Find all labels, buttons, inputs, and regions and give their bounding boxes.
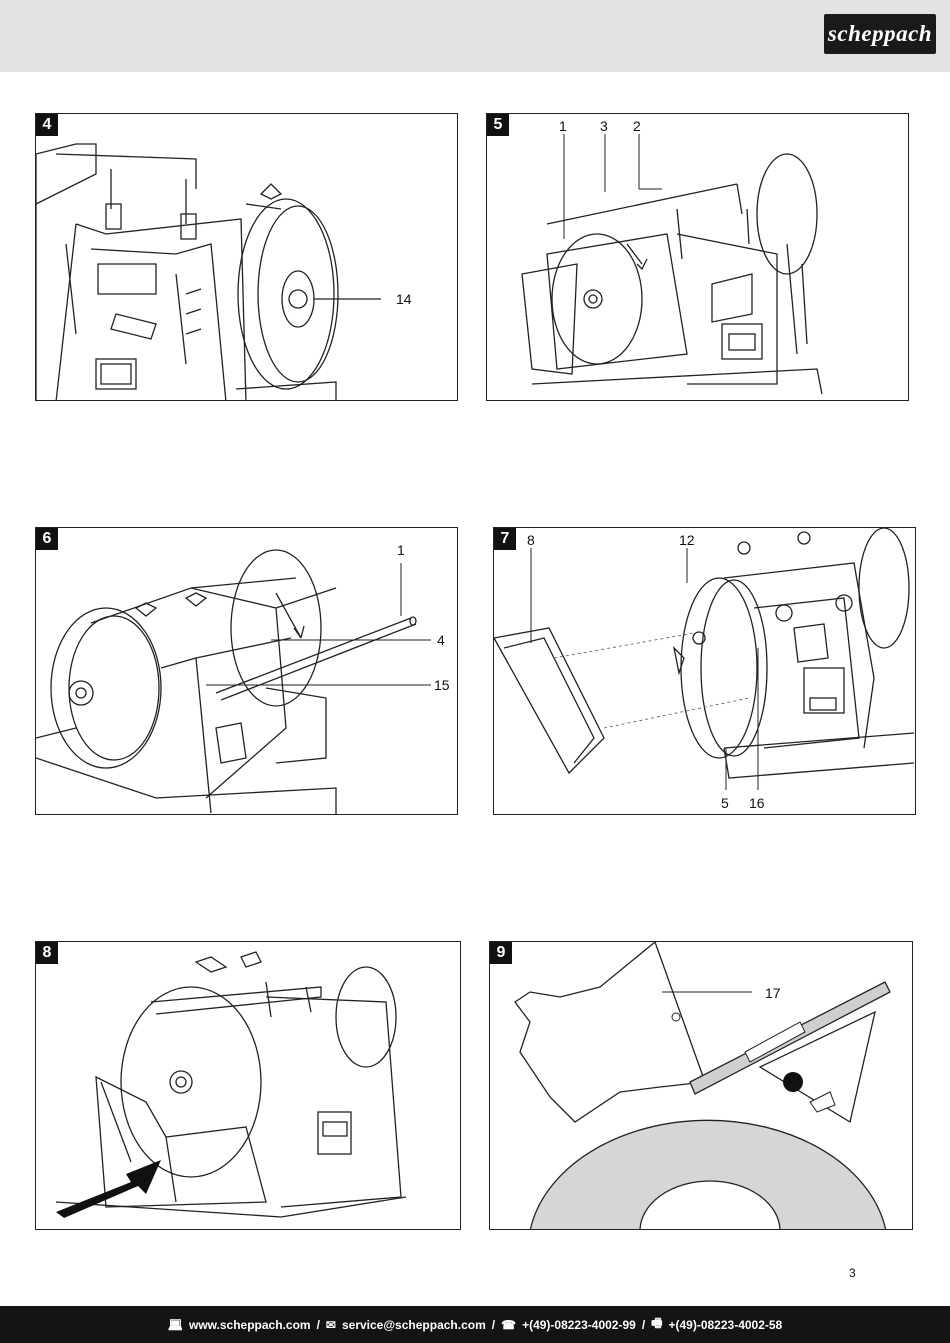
figure-4-panel: 4 14 <box>35 113 458 401</box>
figure-number: 8 <box>36 942 58 964</box>
phone-number: +(49)-08223-4002-99 <box>522 1317 636 1332</box>
callout-label: 12 <box>679 532 695 548</box>
figure-8-panel: 8 <box>35 941 461 1230</box>
fax-number: +(49)-08223-4002-58 <box>668 1317 783 1332</box>
page-number: 3 <box>849 1266 856 1280</box>
callout-label: 2 <box>633 118 641 134</box>
callout-label: 8 <box>527 532 535 548</box>
grinder-exploded-illustration <box>494 528 915 790</box>
separator: / <box>316 1317 320 1332</box>
header-bar <box>0 0 950 72</box>
callout-label: 1 <box>397 542 405 558</box>
callout-label: 5 <box>721 795 729 811</box>
grinder-front-illustration <box>36 143 381 400</box>
mail-icon: ✉︎ <box>325 1317 336 1332</box>
separator: / <box>491 1317 496 1332</box>
callout-label: 1 <box>559 118 567 134</box>
callout-label: 14 <box>396 291 412 307</box>
grinder-side-illustration <box>521 134 823 395</box>
figure-number: 9 <box>490 942 512 964</box>
figure-9-panel: 9 17 <box>489 941 913 1230</box>
callout-label: 17 <box>765 985 781 1001</box>
callout-label: 15 <box>434 677 450 693</box>
figure-5-panel: 5 1 3 2 <box>486 113 909 401</box>
figure-7-panel: 7 <box>493 527 916 815</box>
callout-label: 4 <box>437 632 445 648</box>
computer-icon: 💻︎ <box>167 1317 183 1332</box>
wheel-angle-guide-illustration <box>514 942 891 1229</box>
figure-number: 4 <box>36 114 58 136</box>
callout-label: 16 <box>749 795 765 811</box>
website-link[interactable]: www.scheppach.com <box>188 1317 311 1332</box>
figure-number: 5 <box>487 114 509 136</box>
footer-contact-bar: 💻︎ www.scheppach.com / ✉︎ service@schepp… <box>0 1306 950 1343</box>
brand-logo: scheppach <box>824 14 936 54</box>
figure-number: 7 <box>494 528 516 550</box>
grinder-tray-illustration <box>55 951 407 1218</box>
fax-icon: 🖷︎ <box>651 1316 663 1330</box>
email-link[interactable]: service@scheppach.com <box>341 1317 486 1332</box>
callout-label: 3 <box>600 118 608 134</box>
grinder-rear-illustration <box>36 549 431 814</box>
figure-number: 6 <box>36 528 58 550</box>
phone-icon: ☎︎ <box>501 1317 517 1332</box>
figure-6-panel: 6 1 4 15 <box>35 527 458 815</box>
separator: / <box>641 1317 646 1332</box>
